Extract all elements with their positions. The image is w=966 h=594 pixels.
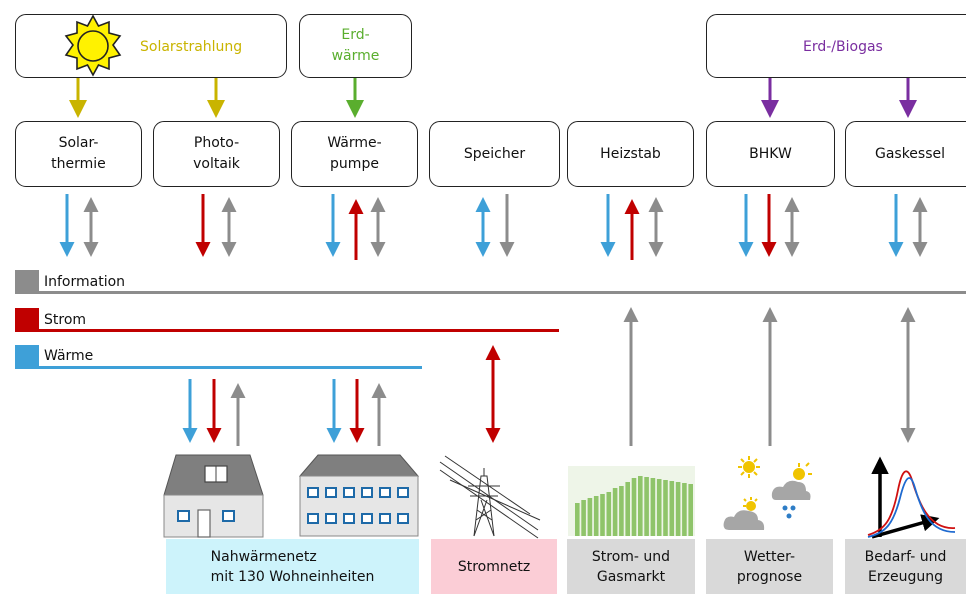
legend-waerme-swatch xyxy=(15,345,39,366)
market-chart-bar xyxy=(669,481,675,536)
market-chart-bar xyxy=(688,484,693,536)
component-waermepumpe: Wärme- pumpe xyxy=(291,121,418,187)
panel-markt: Strom- und Gasmarkt xyxy=(567,539,695,594)
market-chart-bar xyxy=(581,500,586,536)
component-heizstab-label: Heizstab xyxy=(600,145,661,162)
legend-waerme-label: Wärme xyxy=(44,348,94,364)
legend-strom-label: Strom xyxy=(44,312,87,328)
panel-wetter: Wetter- prognose xyxy=(706,539,833,594)
heizstab-flow-arrows xyxy=(600,194,664,260)
panel-markt-label: Strom- und Gasmarkt xyxy=(591,548,671,585)
power-pylon-icon xyxy=(439,455,541,539)
weather-icon xyxy=(723,456,812,530)
market-chart-bar xyxy=(625,482,630,536)
source-erdwaerme-box: Erd- wärme xyxy=(299,14,412,78)
panel-nahwaermenetz-label: Nahwärmenetz mit 130 Wohneinheiten xyxy=(210,548,375,585)
legend-information-label: Information xyxy=(44,274,126,290)
source-biogas-label: Erd-/Biogas xyxy=(803,39,883,55)
market-chart-bar xyxy=(612,488,618,536)
component-gaskessel-label: Gaskessel xyxy=(874,145,946,162)
component-solarthermie-label: Solar- thermie xyxy=(51,135,106,172)
component-bhkw: BHKW xyxy=(706,121,835,187)
market-chart-bar xyxy=(650,478,656,536)
waerme-line xyxy=(15,366,422,369)
solarthermie-flow-arrows xyxy=(59,194,99,257)
sun-icon xyxy=(64,14,122,77)
panel-stromnetz-label: Stromnetz xyxy=(457,558,531,575)
component-gaskessel: Gaskessel xyxy=(845,121,966,187)
house-small-icon xyxy=(163,454,264,538)
market-chart-bar xyxy=(663,480,668,536)
strom-line xyxy=(15,329,559,332)
gaskessel-flow-arrows xyxy=(888,194,928,257)
source-solarstrahlung-label: Solarstrahlung xyxy=(140,39,243,55)
panel-nahwaermenetz: Nahwärmenetz mit 130 Wohneinheiten xyxy=(166,539,419,594)
house2-flow-arrows xyxy=(326,379,387,446)
market-chart-bar xyxy=(619,486,624,536)
panel-bedarf-label: Bedarf- und Erzeugung xyxy=(864,548,947,585)
market-chart-bar xyxy=(638,476,643,536)
speicher-flow-arrows xyxy=(475,194,515,257)
waermepumpe-flow-arrows xyxy=(325,194,386,260)
market-chart-bar xyxy=(656,479,662,536)
panel-bedarf: Bedarf- und Erzeugung xyxy=(845,539,966,594)
market-chart-bar xyxy=(606,492,612,536)
legend-information-swatch xyxy=(15,270,39,291)
market-chart-icon xyxy=(568,466,695,536)
market-chart-bar xyxy=(631,478,637,536)
component-photovoltaik-label: Photo- voltaik xyxy=(193,135,240,172)
house1-flow-arrows xyxy=(182,379,246,446)
panel-wetter-label: Wetter- prognose xyxy=(736,548,803,585)
market-chart-bar xyxy=(593,496,599,536)
market-chart-bar xyxy=(675,482,681,536)
component-waermepumpe-label: Wärme- pumpe xyxy=(327,135,382,172)
source-solarstrahlung-box: Solarstrahlung xyxy=(15,14,287,78)
component-speicher-label: Speicher xyxy=(463,145,526,162)
market-chart-bar xyxy=(587,498,593,536)
panel-stromnetz: Stromnetz xyxy=(431,539,557,594)
legend-strom-swatch xyxy=(15,308,39,329)
information-line xyxy=(15,291,966,294)
component-speicher: Speicher xyxy=(429,121,560,187)
market-chart-bar xyxy=(644,477,649,536)
component-heizstab: Heizstab xyxy=(567,121,694,187)
source-erdwaerme-label: Erd- wärme xyxy=(331,27,380,64)
source-biogas-box: Erd-/Biogas xyxy=(706,14,966,78)
market-chart-bar xyxy=(600,494,605,536)
house-large-icon xyxy=(298,454,420,537)
component-photovoltaik: Photo- voltaik xyxy=(153,121,280,187)
component-solarthermie: Solar- thermie xyxy=(15,121,142,187)
market-chart-bar xyxy=(682,483,687,536)
demand-generation-plot-icon xyxy=(867,456,956,539)
market-chart-bar xyxy=(575,503,580,536)
photovoltaik-flow-arrows xyxy=(195,194,237,257)
bhkw-flow-arrows xyxy=(738,194,800,257)
component-bhkw-label: BHKW xyxy=(749,145,792,162)
